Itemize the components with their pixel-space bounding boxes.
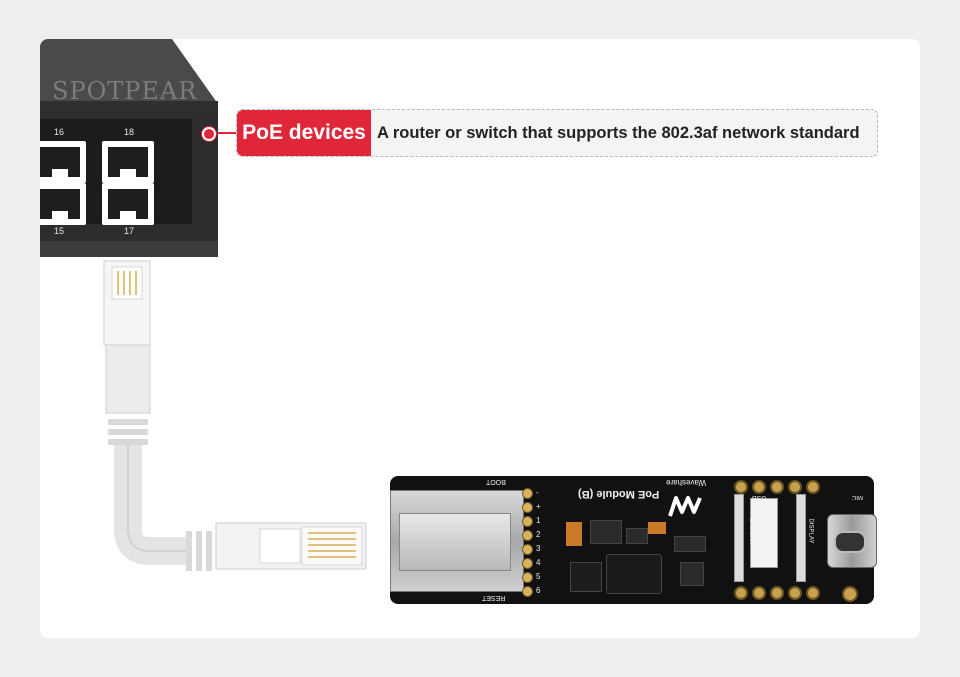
pin-pad <box>522 502 533 513</box>
ic-chip <box>680 562 704 586</box>
display-fpc-connector <box>796 494 806 582</box>
callout-connector-line <box>210 132 238 134</box>
pin-pad <box>522 516 533 527</box>
waveshare-logo-icon <box>668 496 702 517</box>
port-number: 16 <box>54 127 65 137</box>
boot-label: BOOT <box>486 478 506 485</box>
usb-header-connector <box>750 498 778 568</box>
brand-label: Waveshare <box>666 478 707 487</box>
pin-label: 4 <box>536 558 541 567</box>
pin-pad <box>522 572 533 583</box>
ethernet-port <box>40 141 86 183</box>
camera-fpc-connector <box>734 494 744 582</box>
mic-label: MIC <box>852 494 863 500</box>
usb-label: USB <box>752 494 767 501</box>
callout-dot-icon <box>202 127 216 141</box>
poe-module-board: BOOT RESET - + 1 2 3 4 5 6 PoE Module (B… <box>390 476 877 604</box>
ic-chip <box>590 520 622 544</box>
ethernet-cable <box>103 260 367 571</box>
ethernet-port <box>102 183 154 225</box>
pin-pad <box>522 586 533 597</box>
capacitor <box>648 522 666 534</box>
board-title: PoE Module (B) <box>578 488 660 500</box>
ic-chip <box>626 528 648 544</box>
poe-devices-callout: PoE devices A router or switch that supp… <box>236 109 878 157</box>
pin-label: 5 <box>536 572 541 581</box>
callout-description: A router or switch that supports the 802… <box>377 123 860 142</box>
ethernet-port <box>40 183 86 225</box>
callout-tag: PoE devices <box>237 110 371 156</box>
port-number: 17 <box>124 226 135 236</box>
castellated-pad <box>770 480 784 494</box>
pin-pad <box>522 544 533 555</box>
pin-label: 1 <box>536 516 541 525</box>
pin-label: 3 <box>536 544 541 553</box>
castellated-pad <box>788 586 802 600</box>
pin-label: - <box>536 488 539 497</box>
pin-pad <box>522 558 533 569</box>
castellated-pad <box>734 586 748 600</box>
pin-pad <box>522 488 533 499</box>
port-number: 18 <box>124 127 135 137</box>
castellated-pad <box>734 480 748 494</box>
usb-c-port <box>827 514 877 568</box>
castellated-pad <box>752 586 766 600</box>
inductor <box>570 562 602 592</box>
rj45-jack <box>390 490 524 592</box>
reset-label: RESET <box>482 594 506 601</box>
product-card: SPOTPEAR 16 18 15 17 PoE devices A route… <box>40 39 920 638</box>
transformer <box>606 554 662 594</box>
castellated-pad <box>788 480 802 494</box>
castellated-pad <box>752 480 766 494</box>
castellated-pad <box>806 586 820 600</box>
watermark-text: SPOTPEAR <box>52 77 198 105</box>
pin-label: + <box>536 502 541 511</box>
capacitor <box>566 522 582 546</box>
display-label: DISPLAY <box>807 518 814 544</box>
mounting-hole <box>842 586 858 602</box>
port-number: 15 <box>54 226 65 236</box>
pin-label: 2 <box>536 530 541 539</box>
castellated-pad <box>770 586 784 600</box>
ic-chip <box>674 536 706 552</box>
camera-label: CAMERA <box>747 518 754 544</box>
pin-label: 6 <box>536 586 541 595</box>
castellated-pad <box>806 480 820 494</box>
pin-pad <box>522 530 533 541</box>
ethernet-port <box>102 141 154 183</box>
